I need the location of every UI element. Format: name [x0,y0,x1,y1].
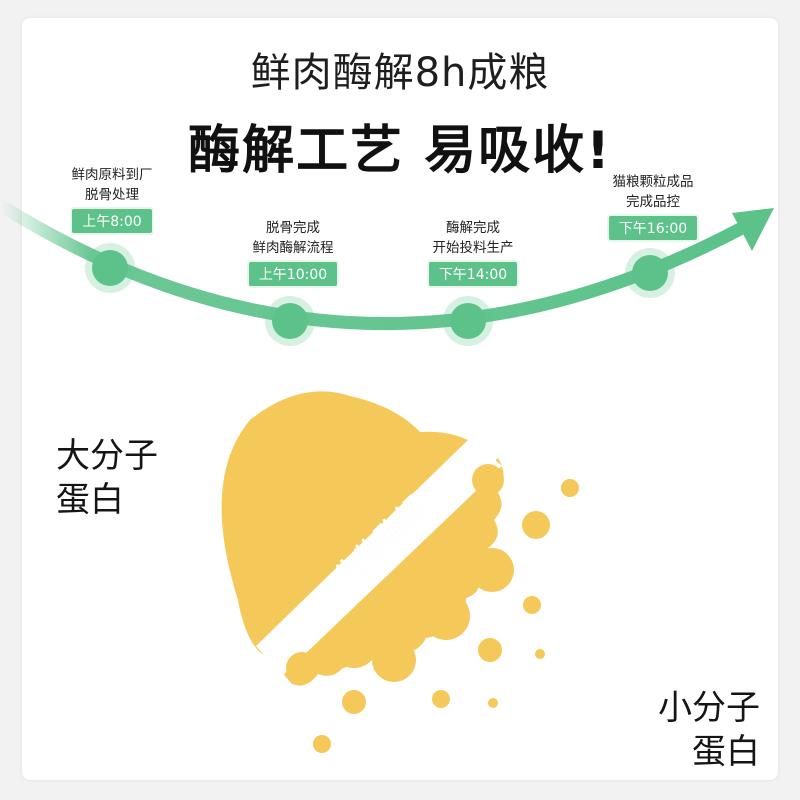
small-protein-label-line2: 蛋白 [692,732,760,772]
page-title: 鲜肉酶解8h成粮 [250,50,550,96]
timeline-stage-1: 鲜肉原料到厂 脱骨处理 上午8:00 [27,165,197,233]
headline: 酶解工艺 易吸收! [188,121,612,181]
timeline-node-1 [85,243,135,293]
stage-desc-line2: 脱骨处理 [85,187,139,203]
stage-desc-line1: 鲜肉原料到厂 [71,167,153,183]
stage-desc-line1: 酶解完成 [446,220,500,236]
large-protein-label: 大分子 蛋白 [56,434,158,522]
timeline-stage-2: 脱骨完成 鲜肉酶解流程 上午10:00 [208,218,378,286]
stage-desc-line2: 鲜肉酶解流程 [252,240,334,256]
stage-time-badge: 下午16:00 [608,216,698,240]
timeline-node-3 [443,296,493,346]
large-protein-blob [221,391,478,654]
stage-desc-line1: 猫粮颗粒成品 [612,174,694,190]
protein-diagram [221,391,579,753]
timeline-stage-4: 猫粮颗粒成品 完成品控 下午16:00 [568,172,738,240]
timeline-node-2 [265,296,315,346]
enzyme-band [256,438,502,676]
timeline-stage-3: 酶解完成 开始投料生产 下午14:00 [388,218,558,286]
stage-desc-line2: 完成品控 [626,194,680,210]
stage-desc-line1: 脱骨完成 [266,220,320,236]
small-molecules [313,479,579,753]
timeline-arrowhead [732,208,774,251]
fragment-bumps [286,464,504,684]
stage-time-badge: 上午8:00 [72,209,152,233]
large-protein-label-line1: 大分子 [56,436,158,476]
small-protein-label: 小分子 蛋白 [656,686,760,774]
stage-time-badge: 下午14:00 [428,262,518,286]
small-protein-label-line1: 小分子 [658,688,760,728]
timeline-node-4 [625,248,675,298]
large-protein-label-line2: 蛋白 [56,480,124,520]
stage-time-badge: 上午10:00 [248,262,338,286]
stage-desc-line2: 开始投料生产 [432,240,514,256]
